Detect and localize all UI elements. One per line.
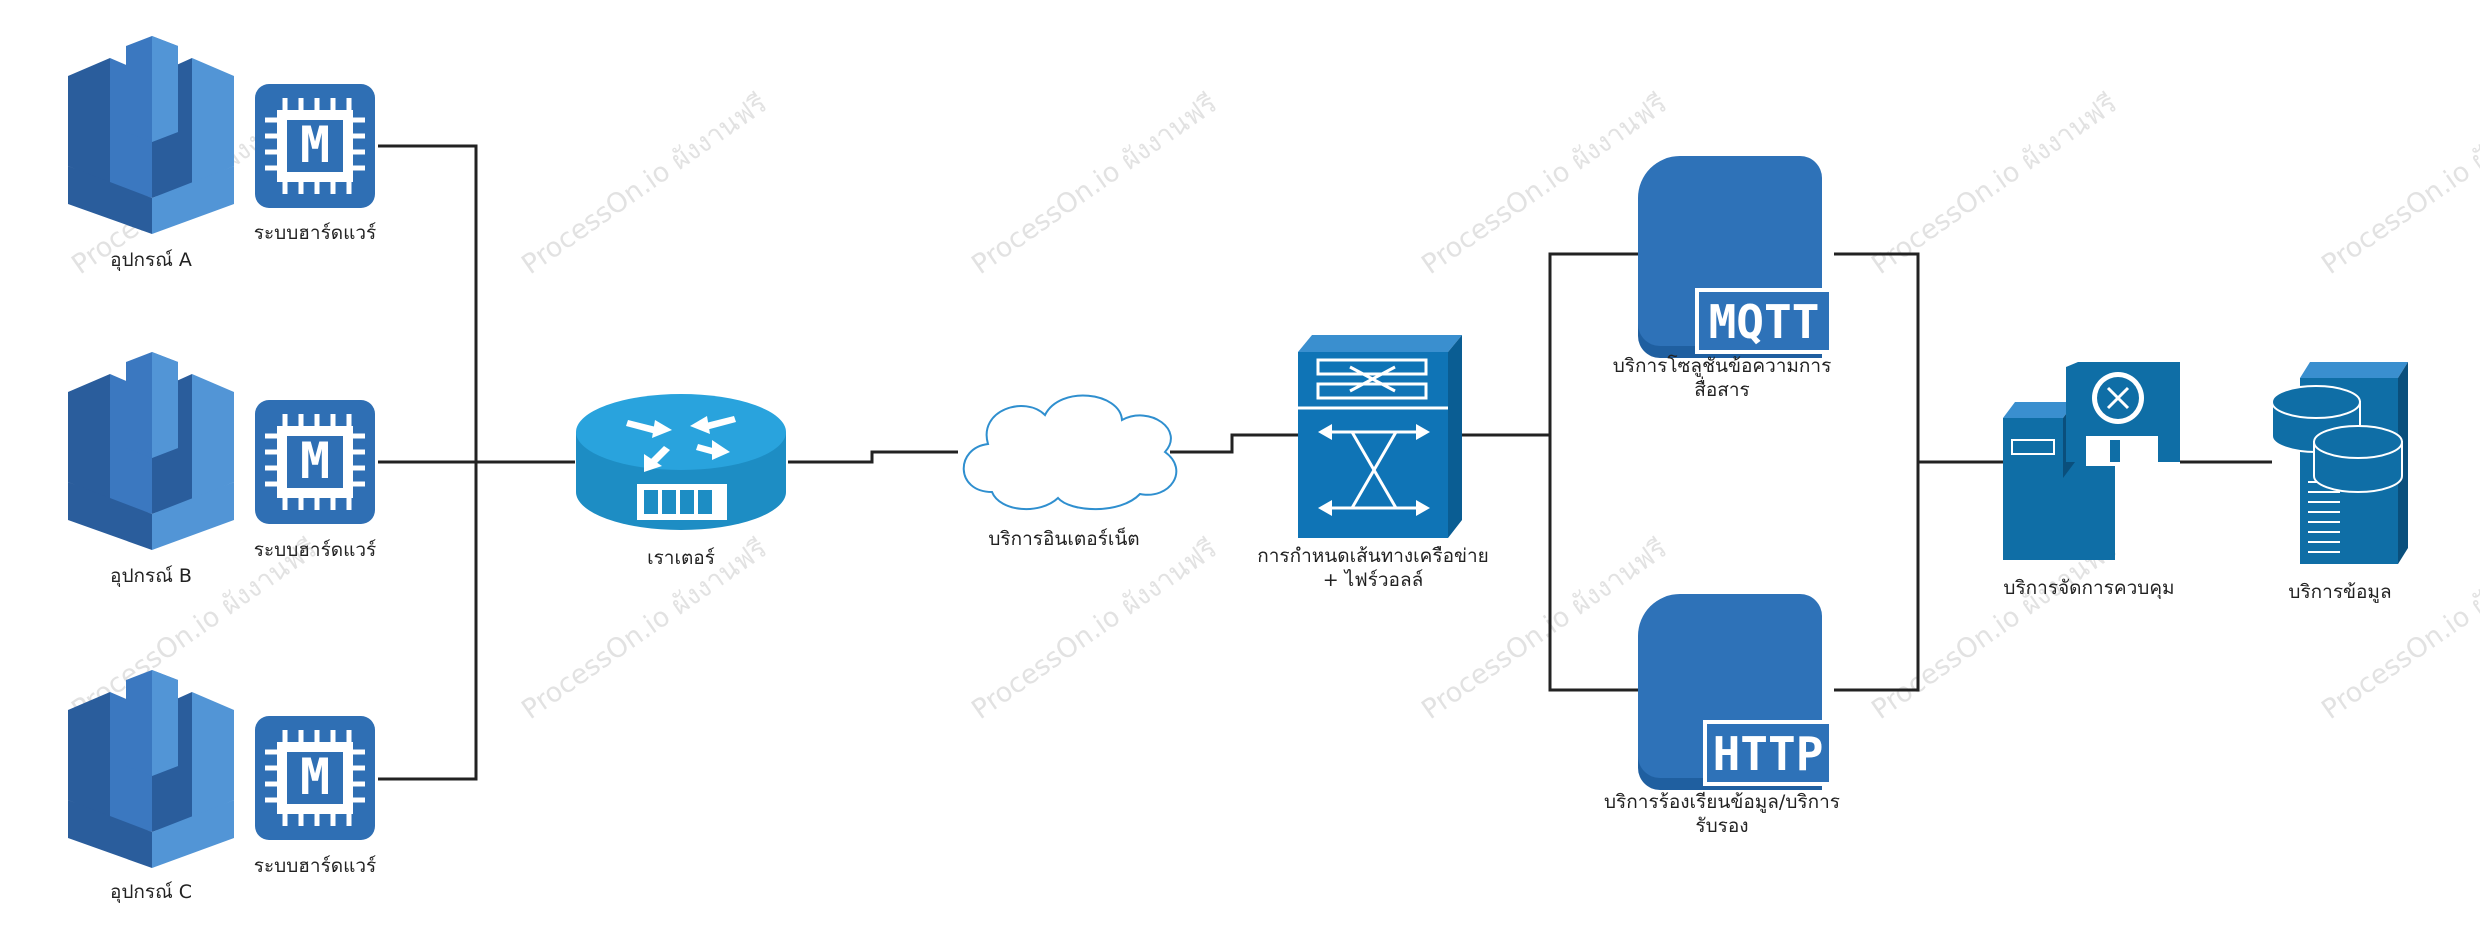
watermark: ProcessOn.io ผังงานฟรี: [1866, 88, 2122, 281]
data-service-label: บริการข้อมูล: [2288, 581, 2391, 603]
mqtt-badge: [1695, 288, 1833, 354]
watermark: ProcessOn.io ผังงานฟรี: [966, 533, 1222, 726]
device-b[interactable]: อุปกรณ์ B: [68, 352, 234, 588]
watermark: ProcessOn.io ผังงานฟรี: [1416, 88, 1672, 281]
connector-http-branch: [1548, 435, 1638, 692]
chip-letter: M: [300, 116, 330, 174]
internet-label: บริการอินเตอร์เน็ต: [988, 526, 1139, 550]
watermark: ProcessOn.io ผังงานฟรี: [2316, 88, 2480, 281]
hardware-system-c[interactable]: M ระบบฮาร์ดแวร์: [254, 716, 376, 877]
connector-device-c: [378, 462, 478, 781]
device-label: อุปกรณ์ A: [110, 249, 192, 272]
http-label-line2: รับรอง: [1695, 815, 1748, 837]
aws-castle-icon: [68, 36, 234, 234]
device-a[interactable]: อุปกรณ์ A: [68, 36, 234, 272]
watermark: ProcessOn.io ผังงานฟรี: [966, 88, 1222, 281]
switch-icon: [1298, 335, 1462, 352]
server-icon: [2003, 402, 2075, 418]
router-top: [576, 394, 786, 470]
device-label: อุปกรณ์ C: [110, 881, 192, 904]
router-label: เราเตอร์: [647, 547, 715, 569]
connector-mqtt-control: [1834, 252, 2003, 464]
chip-letter: M: [300, 432, 330, 490]
internet-service[interactable]: บริการอินเตอร์เน็ต: [962, 394, 1178, 550]
device-c[interactable]: อุปกรณ์ C: [68, 670, 234, 904]
database-cylinder-icon: [2313, 425, 2403, 459]
connector-internet-firewall: [1170, 433, 1298, 454]
http-label-line1: บริการร้องเรียนข้อมูล/บริการ: [1604, 791, 1840, 813]
http-service[interactable]: HTTP บริการร้องเรียนข้อมูล/บริการ รับรอง: [1604, 594, 1840, 837]
connector-lines: [378, 144, 2272, 781]
hardware-system-b[interactable]: M ระบบฮาร์ดแวร์: [254, 400, 376, 561]
watermark: ProcessOn.io ผังงานฟรี: [1866, 533, 2122, 726]
chip-letter: M: [300, 748, 330, 806]
aws-castle-icon: [68, 670, 234, 868]
connector-router-internet: [788, 450, 958, 464]
connector-http-control: [1834, 462, 1920, 692]
cloud-icon: [962, 394, 1178, 511]
router[interactable]: เราเตอร์: [576, 394, 786, 569]
firewall-label-line2: + ไฟร์วอลล์: [1323, 569, 1424, 591]
connector-mqtt-branch: [1548, 252, 1638, 435]
watermark: ProcessOn.io ผังงานฟรี: [516, 88, 772, 281]
http-badge-text: HTTP: [1713, 727, 1824, 781]
hardware-system-a[interactable]: M ระบบฮาร์ดแวร์: [254, 84, 376, 244]
hardware-label: ระบบฮาร์ดแวร์: [254, 539, 376, 561]
router-arrows-icon: [626, 416, 736, 472]
hardware-label: ระบบฮาร์ดแวร์: [254, 855, 376, 877]
connector-device-a: [378, 144, 575, 464]
mqtt-service[interactable]: MQTT บริการโซลูชันข้อความการ สื่อสาร: [1613, 156, 1833, 401]
control-management-service[interactable]: บริการจัดการควบคุม: [2003, 362, 2180, 600]
hardware-label: ระบบฮาร์ดแวร์: [254, 222, 376, 244]
mqtt-label-line1: บริการโซลูชันข้อความการ: [1613, 354, 1832, 377]
data-service[interactable]: บริการข้อมูล: [2271, 362, 2408, 603]
database-cylinder-icon: [2271, 385, 2361, 419]
firewall-label-line1: การกำหนดเส้นทางเครือข่าย: [1257, 545, 1489, 567]
database-server-icon: [2300, 362, 2408, 378]
http-badge: [1703, 720, 1833, 786]
mqtt-label-line2: สื่อสาร: [1694, 376, 1749, 401]
device-label: อุปกรณ์ B: [110, 565, 192, 588]
firewall-switch[interactable]: การกำหนดเส้นทางเครือข่าย + ไฟร์วอลล์: [1257, 335, 1489, 591]
mqtt-badge-text: MQTT: [1709, 295, 1820, 349]
control-label: บริการจัดการควบคุม: [2003, 577, 2174, 600]
aws-castle-icon: [68, 352, 234, 550]
watermark: ProcessOn.io ผังงานฟรี: [516, 533, 772, 726]
